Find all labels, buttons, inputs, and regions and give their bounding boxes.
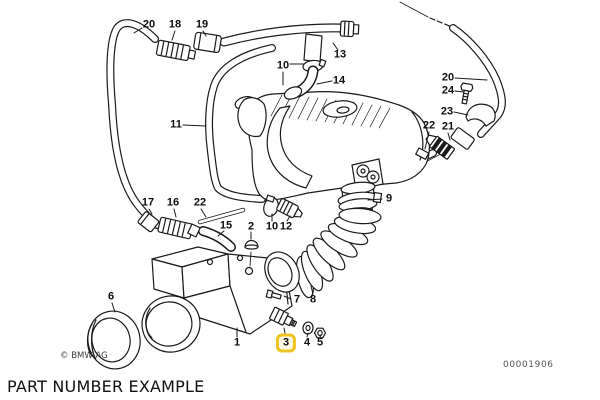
callout-19: 19 xyxy=(195,18,209,31)
drawing-number: 00001906 xyxy=(503,360,554,370)
callout-6: 6 xyxy=(107,290,115,303)
callout-14: 14 xyxy=(332,74,346,87)
callout-15: 15 xyxy=(219,219,233,232)
throttle-body-art xyxy=(141,246,300,353)
callout-20: 20 xyxy=(142,18,156,31)
callout-8: 8 xyxy=(309,293,317,306)
fittings-art xyxy=(137,20,496,339)
copyright-text: © BMW AG xyxy=(60,351,108,361)
callout-7: 7 xyxy=(293,293,301,306)
callout-10: 10 xyxy=(276,59,290,72)
callout-16: 16 xyxy=(166,196,180,209)
callout-21: 21 xyxy=(441,120,455,133)
callout-23: 23 xyxy=(440,105,454,118)
callout-13: 13 xyxy=(333,48,347,61)
diagram-caption: PART NUMBER EXAMPLE xyxy=(7,377,205,396)
callout-22: 22 xyxy=(422,119,436,132)
callout-17: 17 xyxy=(141,196,155,209)
callout-5: 5 xyxy=(316,336,324,349)
callout-24: 24 xyxy=(441,84,455,97)
callout-2: 2 xyxy=(247,220,255,233)
callout-1: 1 xyxy=(233,336,241,349)
hose-art xyxy=(106,19,506,252)
callout-20: 20 xyxy=(441,71,455,84)
callout-4: 4 xyxy=(303,336,311,349)
callout-18: 18 xyxy=(168,18,182,31)
callout-22: 22 xyxy=(193,196,207,209)
callout-leader-lines xyxy=(111,27,488,338)
callout-11: 11 xyxy=(170,118,182,131)
funnel-ring-art xyxy=(86,310,141,370)
intake-boot-art xyxy=(295,207,382,299)
callout-12: 12 xyxy=(279,220,293,233)
callout-10: 10 xyxy=(265,220,279,233)
callout-9: 9 xyxy=(385,192,393,205)
callout-3-highlighted: 3 xyxy=(275,333,297,353)
